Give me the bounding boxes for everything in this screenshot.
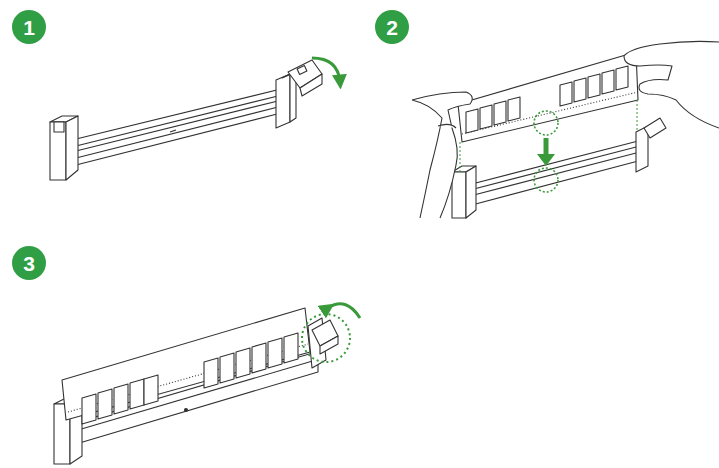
step-badge: 2 [375,10,409,44]
step-badge: 1 [12,10,46,44]
hands [412,41,719,218]
slot-open [50,60,322,180]
highlight-circle [302,314,350,362]
step-badge: 3 [12,246,46,280]
alignment-guides [460,100,637,192]
rotate-arrow [328,304,360,318]
memory-module [458,52,638,142]
rotate-arrow [312,58,340,82]
latch-closing [308,318,338,368]
callout-number: 3 [23,253,35,274]
callout-number: 1 [23,17,35,38]
callout-number: 2 [386,17,398,38]
memory-module-installed [62,308,310,424]
